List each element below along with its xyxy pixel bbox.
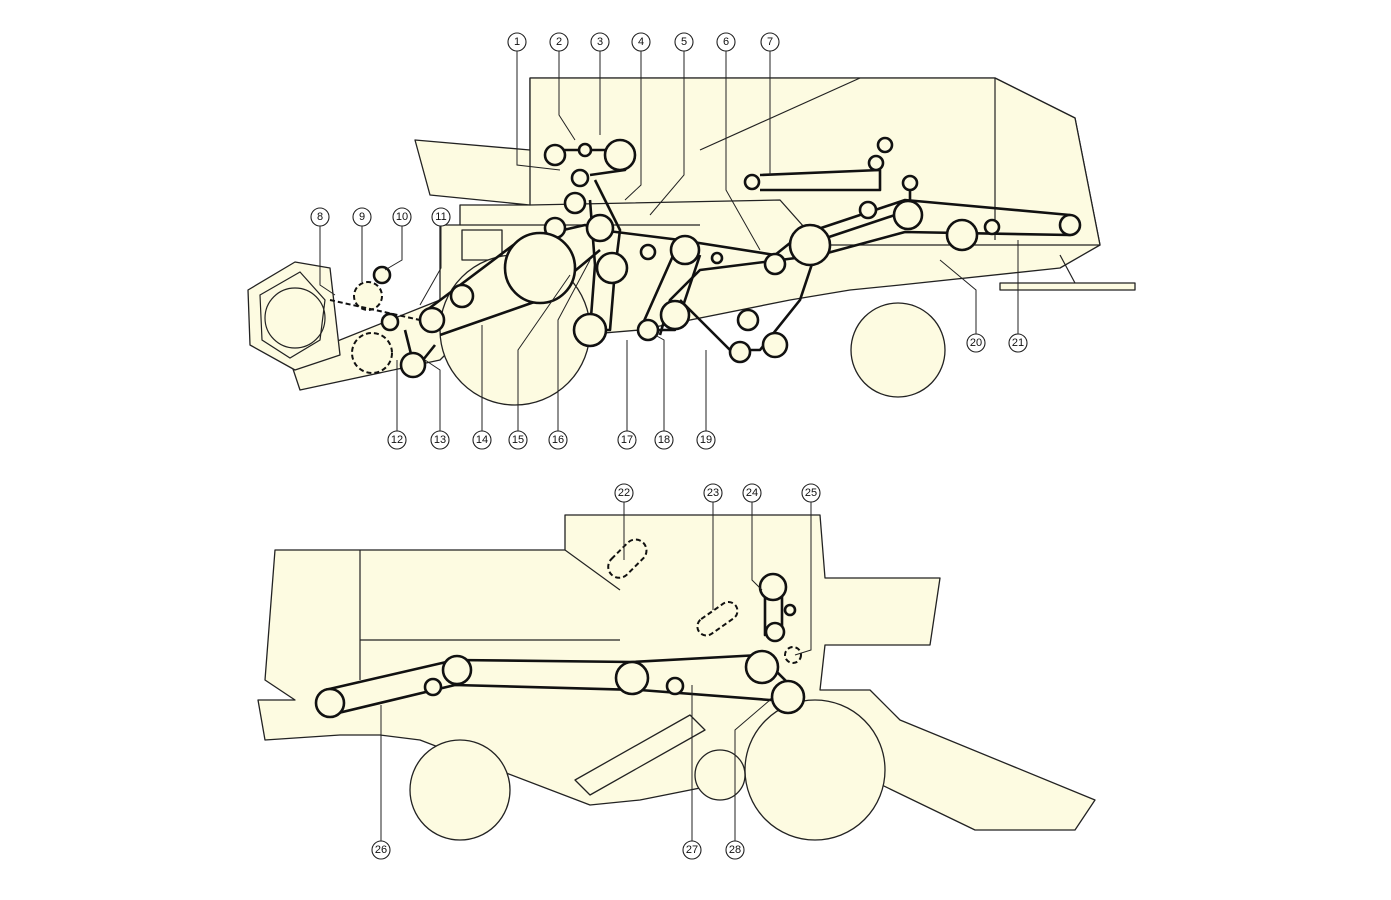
callout-label: 14 — [476, 434, 488, 446]
callout-label: 16 — [552, 434, 564, 446]
bottom-machine-view — [257, 514, 1096, 841]
callout-label: 24 — [746, 487, 758, 499]
callout-21: 21 — [1008, 333, 1028, 353]
top-panel — [461, 229, 503, 261]
callout-28: 28 — [725, 840, 745, 860]
callout-label: 28 — [729, 844, 741, 856]
bottom-machine-body — [257, 514, 1096, 831]
callout-6: 6 — [716, 32, 736, 52]
callout-label: 18 — [658, 434, 670, 446]
callout-3: 3 — [590, 32, 610, 52]
callouts: 1 2 3 4 5 6 7 8 9 10 11 12 13 14 15 16 1… — [310, 32, 1028, 860]
callout-5: 5 — [674, 32, 694, 52]
callout-22: 22 — [614, 483, 634, 503]
callout-18: 18 — [654, 430, 674, 450]
callout-label: 9 — [359, 211, 365, 223]
callout-label: 19 — [700, 434, 712, 446]
callout-1: 1 — [507, 32, 527, 52]
callout-13: 13 — [430, 430, 450, 450]
callout-label: 11 — [435, 211, 446, 223]
callout-16: 16 — [548, 430, 568, 450]
callout-label: 26 — [375, 844, 387, 856]
top-machine-view — [247, 77, 1136, 406]
callout-27: 27 — [682, 840, 702, 860]
callout-14: 14 — [472, 430, 492, 450]
callout-label: 1 — [514, 36, 520, 48]
callout-label: 21 — [1012, 337, 1024, 349]
callout-15: 15 — [508, 430, 528, 450]
callout-label: 4 — [638, 36, 644, 48]
callout-8: 8 — [310, 207, 330, 227]
callout-label: 27 — [686, 844, 698, 856]
callout-label: 12 — [391, 434, 403, 446]
callout-9: 9 — [352, 207, 372, 227]
callout-2: 2 — [549, 32, 569, 52]
callout-11: 11 — [431, 207, 451, 227]
callout-label: 2 — [556, 36, 562, 48]
callout-label: 3 — [597, 36, 603, 48]
callout-label: 17 — [621, 434, 633, 446]
callout-label: 25 — [805, 487, 817, 499]
callout-label: 6 — [723, 36, 729, 48]
header — [247, 261, 341, 371]
callout-label: 20 — [970, 337, 982, 349]
callout-label: 10 — [396, 211, 408, 223]
callout-10: 10 — [392, 207, 412, 227]
callout-4: 4 — [631, 32, 651, 52]
callout-label: 13 — [434, 434, 446, 446]
callout-25: 25 — [801, 483, 821, 503]
callout-12: 12 — [387, 430, 407, 450]
bottom-rear-wheel — [744, 699, 886, 841]
callout-label: 22 — [618, 487, 630, 499]
rear-wheel — [850, 302, 946, 398]
pulleys — [372, 136, 1082, 379]
bottom-front-wheel — [409, 739, 511, 841]
callout-24: 24 — [742, 483, 762, 503]
callout-23: 23 — [703, 483, 723, 503]
callout-label: 7 — [767, 36, 773, 48]
callout-label: 5 — [681, 36, 687, 48]
unloading-auger — [999, 282, 1136, 291]
callout-7: 7 — [760, 32, 780, 52]
callout-label: 23 — [707, 487, 719, 499]
callout-17: 17 — [617, 430, 637, 450]
bottom-pulleys — [314, 572, 806, 719]
bottom-chute — [574, 714, 706, 796]
callout-19: 19 — [696, 430, 716, 450]
leader-lines — [319, 50, 1019, 841]
callout-20: 20 — [966, 333, 986, 353]
callout-label: 15 — [512, 434, 524, 446]
callout-label: 8 — [317, 211, 323, 223]
callout-26: 26 — [371, 840, 391, 860]
